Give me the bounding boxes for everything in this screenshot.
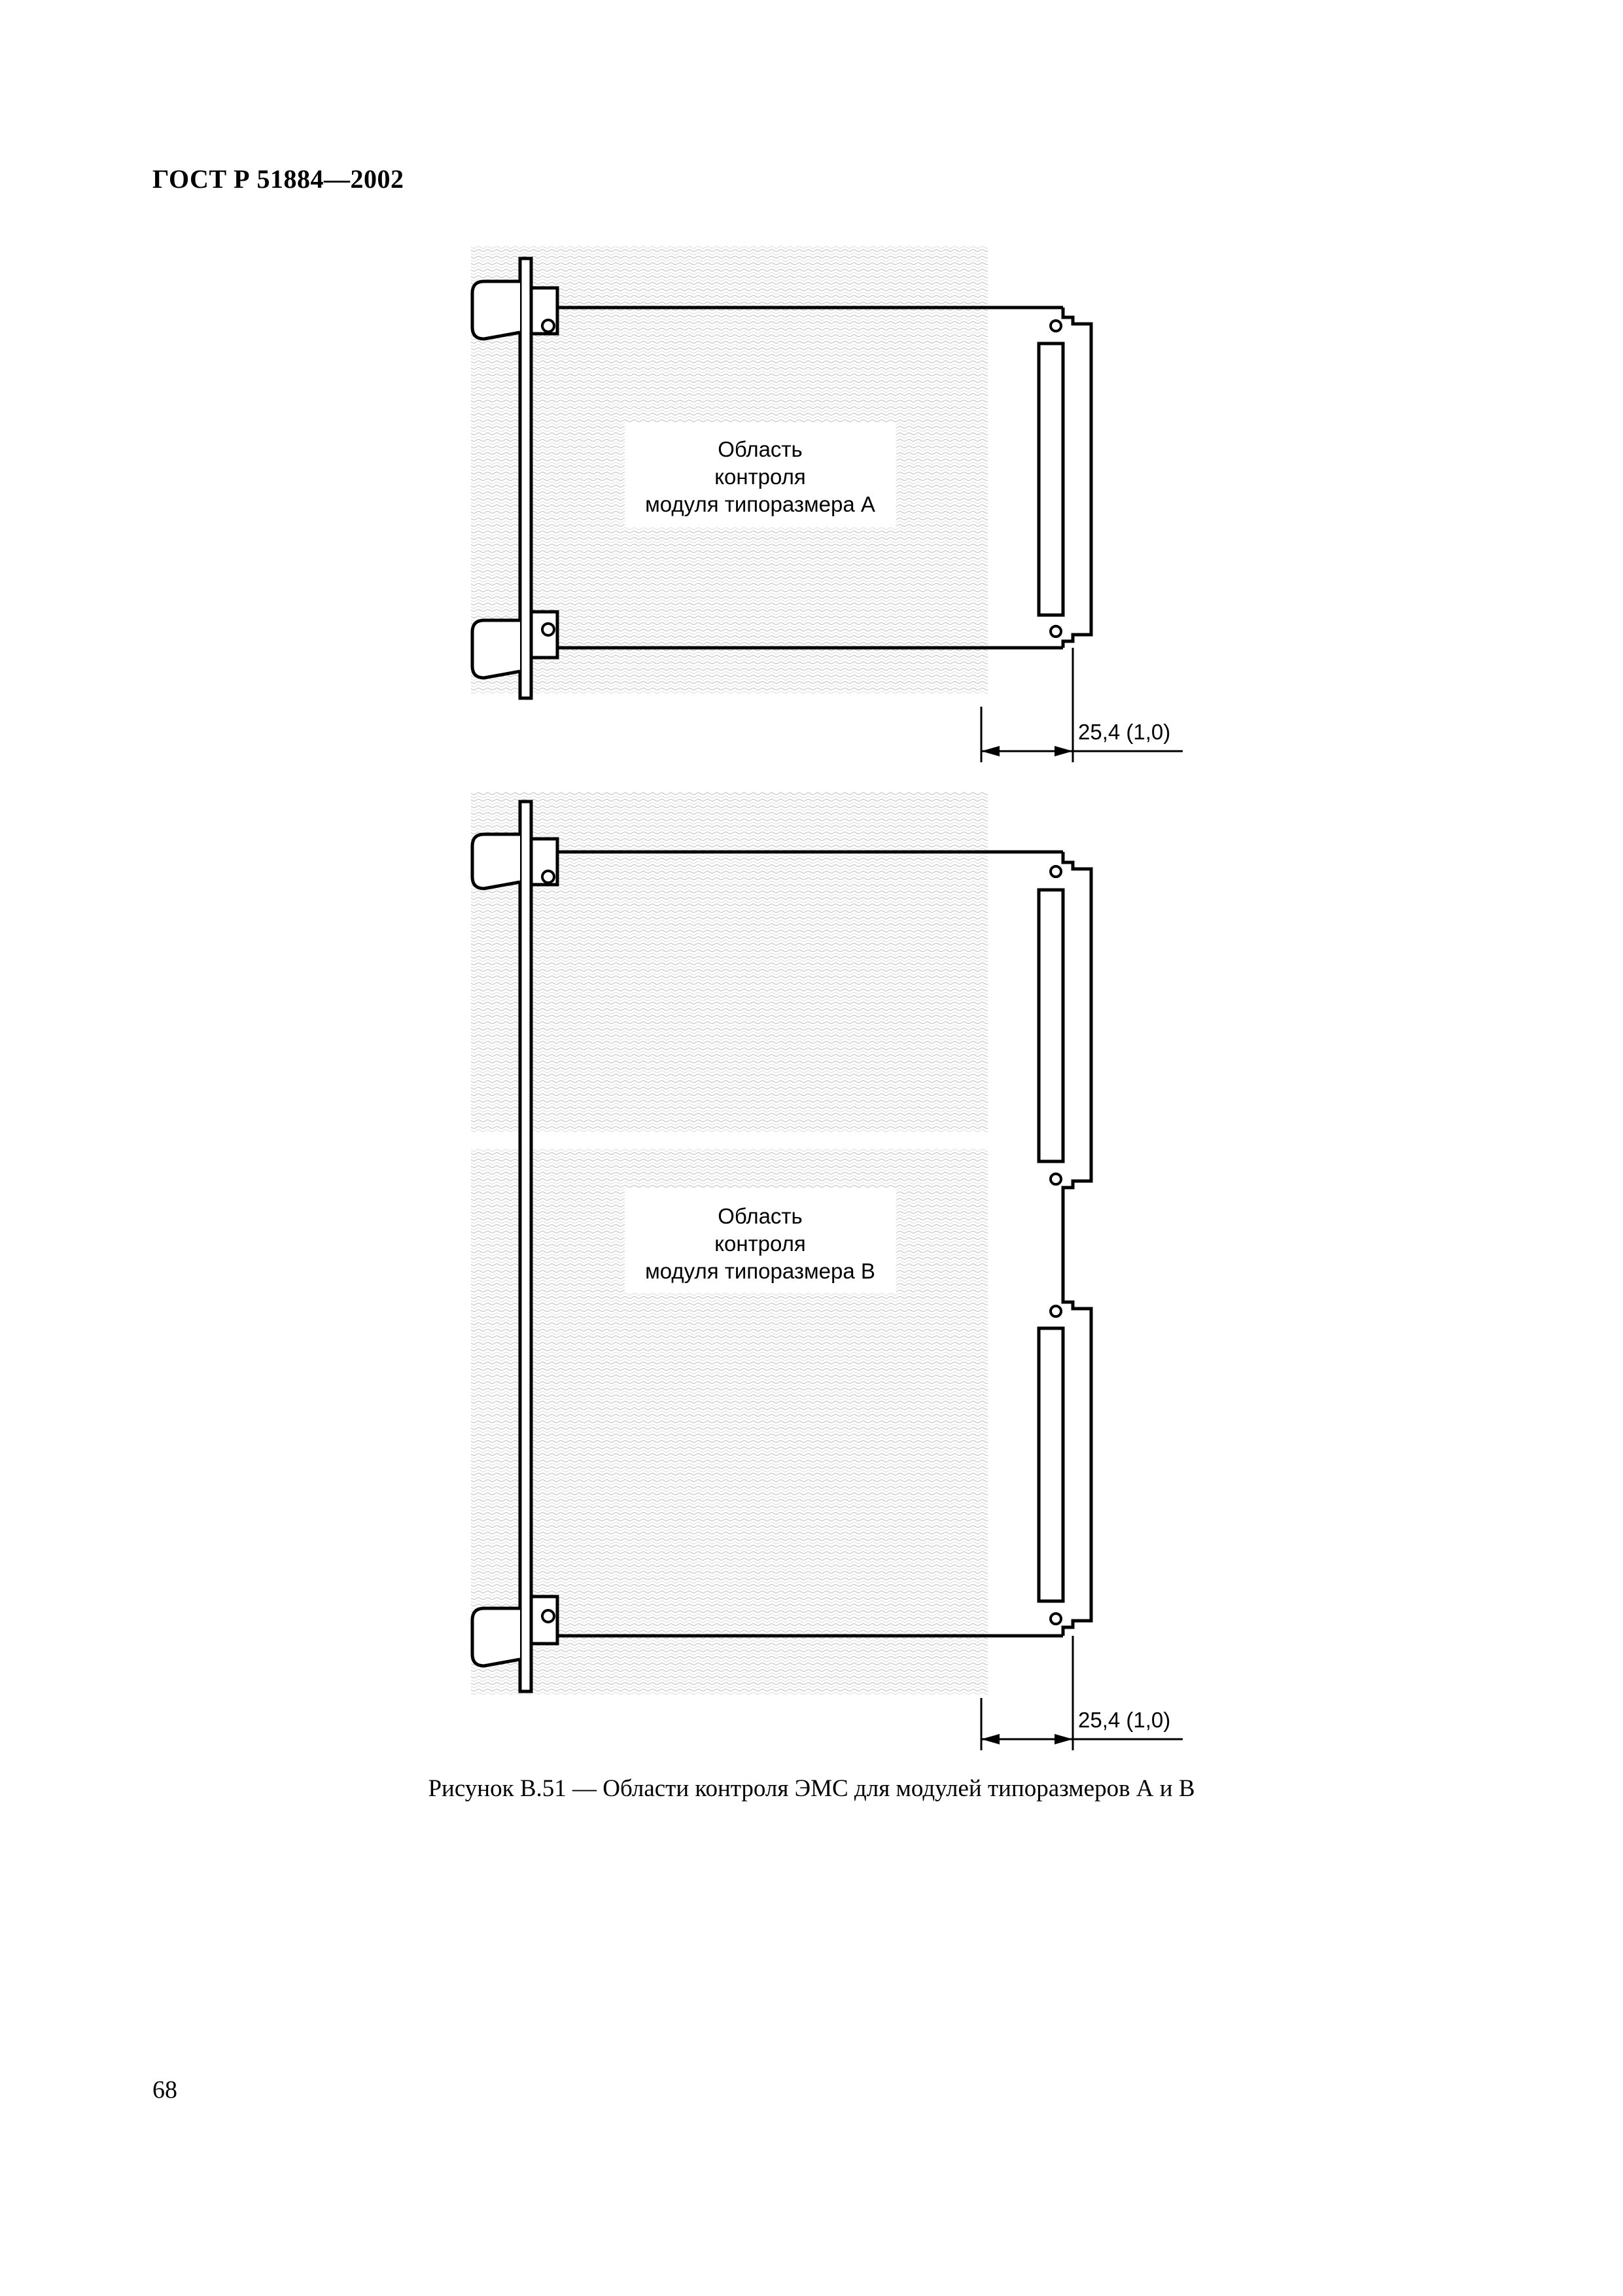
connector-b-upper-body [1037, 888, 1065, 1163]
front-panel-a [518, 256, 533, 700]
bottom-screw-a [541, 622, 555, 637]
bottom-screw-b [541, 1609, 555, 1623]
connector-b-upper-housing [1061, 852, 1093, 1197]
connector-b-lower-bottom-pin [1049, 1612, 1062, 1625]
connector-b-lower-body [1037, 1326, 1065, 1603]
connector-a-top-pin [1049, 319, 1062, 332]
figure-caption: Рисунок В.51 — Области контроля ЭМС для … [428, 1775, 1195, 1802]
figure-module-a: Область контроля модуля типоразмера А 25… [470, 245, 1183, 762]
top-screw-a [541, 319, 555, 333]
dimension-b-value: 25,4 (1,0) [1078, 1708, 1170, 1732]
page-number: 68 [152, 2076, 177, 2104]
connector-a-bottom-pin [1049, 625, 1062, 638]
dimension-b-arrow-right [1055, 1734, 1073, 1744]
top-handle-a [470, 279, 521, 341]
front-panel-b [518, 800, 533, 1693]
connector-b-upper-top-pin [1049, 865, 1062, 878]
control-area-a-label-line-3: модуля типоразмера А [645, 492, 875, 516]
bottom-handle-a [470, 618, 521, 680]
dimension-a-value: 25,4 (1,0) [1078, 720, 1170, 744]
dimension-a-arrow-right [1055, 746, 1073, 756]
control-area-a-label-box [625, 422, 896, 527]
connector-b-lower-top-pin [1049, 1305, 1062, 1318]
document-header: ГОСТ Р 51884—2002 [152, 164, 404, 194]
control-area-b-label-line-2: контроля [714, 1231, 806, 1256]
top-screw-b [541, 870, 555, 884]
control-area-a-label-line-1: Область [718, 437, 803, 461]
top-handle-b [470, 832, 521, 891]
dimension-a-arrow-left [981, 746, 1000, 756]
dimension-b-arrow-left [981, 1734, 1000, 1744]
control-area-b-label-line-1: Область [718, 1204, 803, 1228]
control-area-b-label-line-3: модуля типоразмера В [645, 1259, 875, 1283]
bottom-handle-b [470, 1606, 521, 1668]
figure-module-b: Область контроля модуля типоразмера В [470, 792, 1183, 1750]
connector-a-body [1037, 342, 1065, 617]
control-area-b-label-box [625, 1188, 896, 1292]
connector-b-lower-housing [1061, 1292, 1093, 1636]
control-area-a-label-line-2: контроля [714, 465, 806, 489]
connector-b-upper-bottom-pin [1049, 1173, 1062, 1186]
connector-a-housing [1061, 308, 1093, 648]
